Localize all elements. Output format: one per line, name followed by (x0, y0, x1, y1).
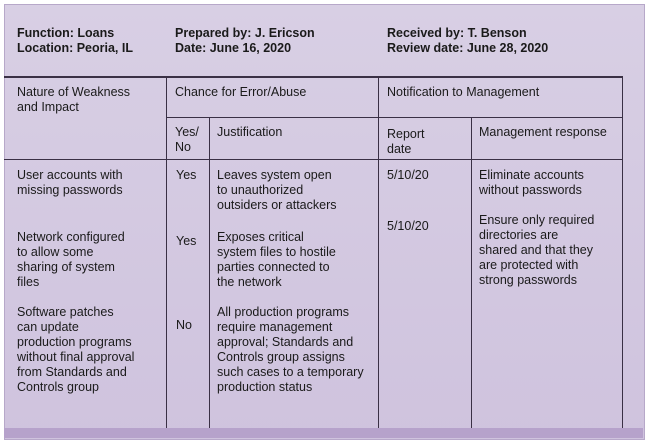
row2-weakness: Network configured to allow some sharing… (17, 230, 125, 289)
row1-response: Eliminate accounts without passwords (479, 168, 584, 197)
row3-yes-no: No (176, 318, 192, 332)
col-header-management-response: Management response (479, 125, 607, 139)
row1-yes-no: Yes (176, 168, 197, 182)
col-header-yes-no: Yes/ No (175, 125, 199, 154)
col-divider-2 (209, 117, 210, 428)
review-date-label: Review date: June 28, 2020 (387, 41, 549, 55)
row3-weakness: Software patches can update production p… (17, 305, 135, 394)
col-header-justification: Justification (217, 125, 283, 139)
col-divider-4 (471, 117, 472, 428)
function-label: Function: Loans (17, 26, 115, 40)
received-by-label: Received by: T. Benson (387, 26, 527, 40)
row2-report-date: 5/10/20 (387, 219, 429, 233)
right-border (622, 77, 623, 428)
header-divider (4, 76, 623, 78)
prepared-by-label: Prepared by: J. Ericson (175, 26, 315, 40)
col-divider-1 (166, 77, 167, 428)
location-label: Location: Peoria, IL (17, 41, 133, 55)
row1-weakness: User accounts with missing passwords (17, 168, 123, 197)
bottom-bar (4, 428, 643, 438)
row1-report-date: 5/10/20 (387, 168, 429, 182)
column-header-divider (4, 159, 623, 160)
row2-justification: Exposes critical system files to hostile… (217, 230, 336, 289)
date-label: Date: June 16, 2020 (175, 41, 292, 55)
col-divider-3 (378, 77, 379, 428)
row2-yes-no: Yes (176, 234, 197, 248)
col-header-weakness: Nature of Weakness and Impact (17, 85, 131, 114)
col-header-chance: Chance for Error/Abuse (175, 85, 307, 99)
subheader-divider (166, 117, 623, 118)
col-header-notification: Notification to Management (387, 85, 540, 99)
col-header-report-date: Report date (387, 127, 425, 156)
row3-justification: All production programs require manageme… (217, 305, 364, 394)
row1-justification: Leaves system open to unauthorized outsi… (217, 168, 337, 212)
row2-response: Ensure only required directories are sha… (479, 213, 595, 287)
